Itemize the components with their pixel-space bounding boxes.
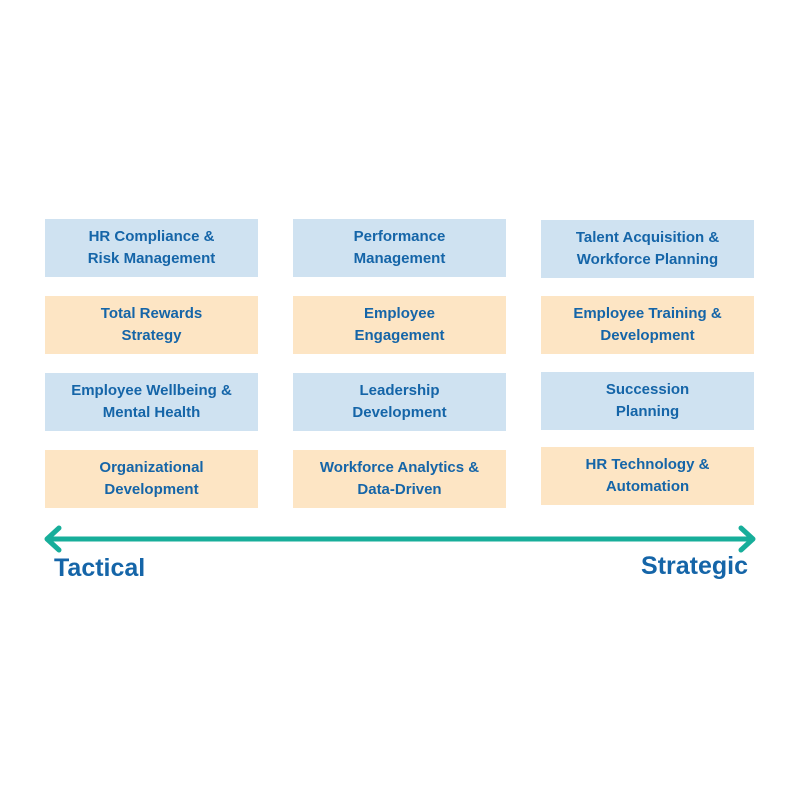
card-succession-planning: Succession Planning [541,372,754,430]
arrow-graphic [44,525,756,553]
card-label: Succession Planning [605,381,690,420]
card-label: Leadership Development [352,382,447,421]
card-label: Employee Training & Development [573,305,722,344]
card-performance-management: Performance Management [293,219,506,277]
card-label: HR Compliance & Risk Management [87,228,216,267]
card-label: Employee Engagement [354,305,445,344]
card-label: Workforce Analytics & Data-Driven [319,459,480,498]
card-label: Organizational Development [99,459,204,498]
card-workforce-analytics: Workforce Analytics & Data-Driven [293,450,506,508]
card-hr-technology: HR Technology & Automation [541,447,754,505]
card-label: HR Technology & Automation [585,456,710,495]
card-employee-wellbeing: Employee Wellbeing & Mental Health [45,373,258,431]
card-employee-engagement: Employee Engagement [293,296,506,354]
card-label: Performance Management [353,228,446,267]
card-organizational-development: Organizational Development [45,450,258,508]
tactical-label: Tactical [54,554,146,582]
arrow-head-right [738,525,756,553]
card-total-rewards: Total Rewards Strategy [45,296,258,354]
strategic-label: Strategic [641,552,748,580]
arrow-head-left [44,525,62,553]
card-label: Talent Acquisition & Workforce Planning [575,229,720,268]
card-hr-compliance: HR Compliance & Risk Management [45,219,258,277]
card-employee-training: Employee Training & Development [541,296,754,354]
card-label: Total Rewards Strategy [100,305,203,344]
card-talent-acquisition: Talent Acquisition & Workforce Planning [541,220,754,278]
card-label: Employee Wellbeing & Mental Health [71,382,232,421]
card-leadership-development: Leadership Development [293,373,506,431]
double-arrow-icon [44,525,756,553]
